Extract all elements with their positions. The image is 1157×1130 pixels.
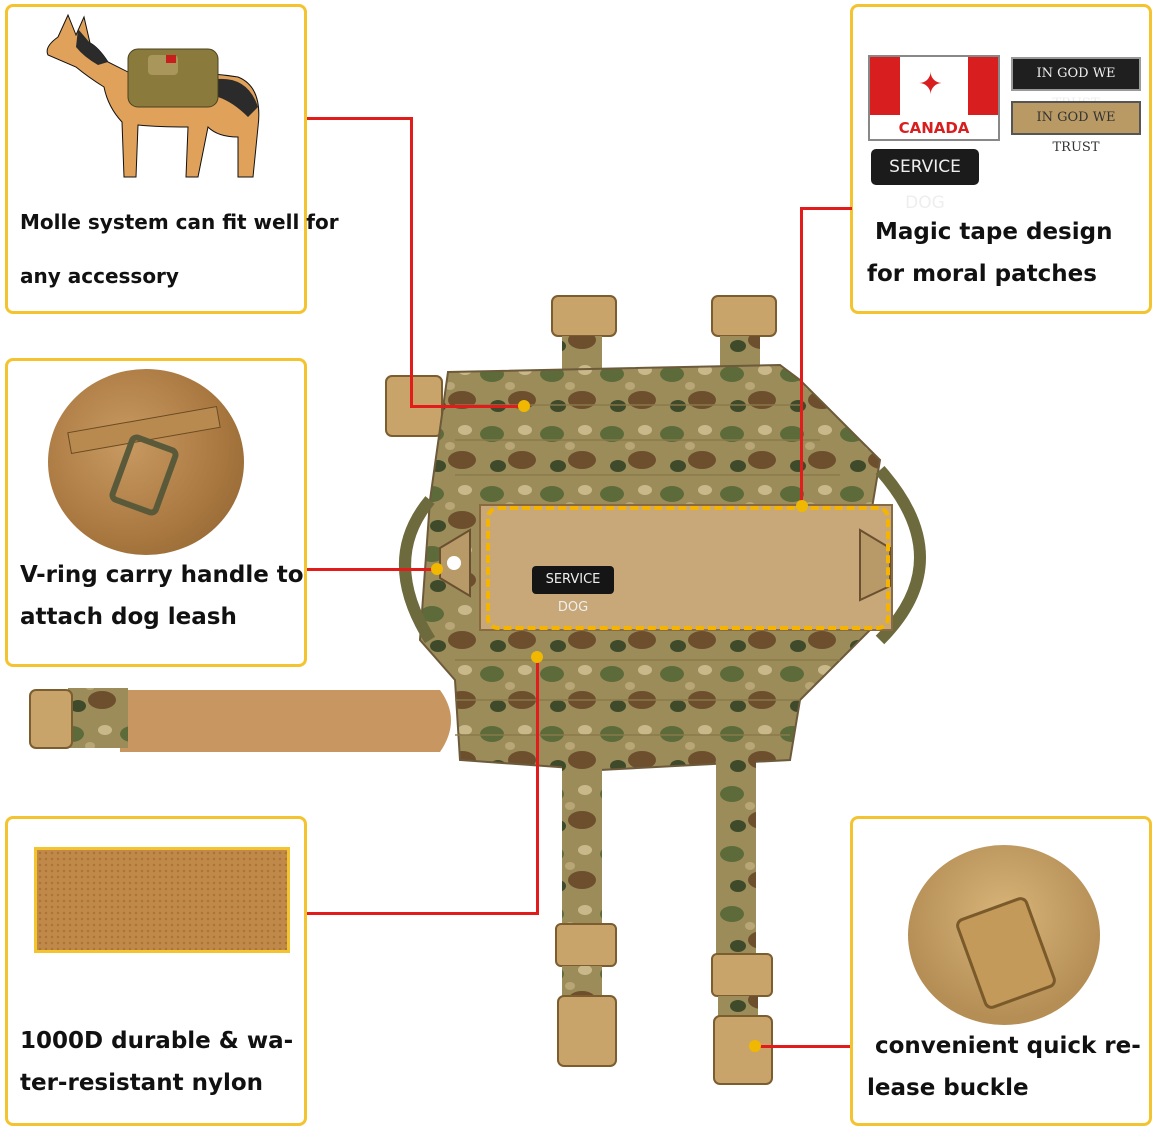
magic-tape-callout-line-h <box>800 207 852 210</box>
vring-closeup-image <box>48 369 244 555</box>
molle-callout-line-v <box>410 117 413 408</box>
buckle-caption-line1: convenient quick re- <box>875 1033 1141 1059</box>
nylon-callout-line-h <box>307 912 539 915</box>
maple-leaf-icon: ✦ <box>918 67 944 102</box>
buckle-caption-line2: lease buckle <box>867 1075 1029 1101</box>
buckle-callout-line <box>758 1045 850 1048</box>
vring-marker <box>431 563 443 575</box>
vring-caption-line1: V-ring carry handle to <box>20 562 304 588</box>
nylon-caption-line1: 1000D durable & wa- <box>20 1028 294 1054</box>
trust-patch-tan: IN GOD WE TRUST <box>1011 101 1141 155</box>
nylon-feature-box: 1000D durable & wa- ter-resistant nylon <box>5 816 307 1126</box>
canada-flag-patch: ✦ CANADA <box>868 55 1000 141</box>
velcro-highlight <box>486 506 890 630</box>
magic-tape-caption-line2: for moral patches <box>867 261 1097 287</box>
buckle-feature-box: convenient quick re- lease buckle <box>850 816 1152 1126</box>
magic-tape-callout-line-v <box>800 207 803 505</box>
nylon-fabric-swatch <box>34 847 290 953</box>
vring-caption-line2: attach dog leash <box>20 604 237 630</box>
magic-tape-caption-line1: Magic tape design <box>875 219 1113 245</box>
nylon-caption-line2: ter-resistant nylon <box>20 1070 264 1096</box>
service-dog-patch: SERVICE DOG <box>871 149 979 213</box>
vest-service-dog-patch: SERVICE DOG <box>532 566 614 615</box>
molle-callout-line-h2 <box>410 405 523 408</box>
molle-feature-box: Molle system can fit well for any access… <box>5 4 339 314</box>
molle-caption-line2: any accessory <box>20 264 179 288</box>
buckle-closeup-image <box>908 845 1100 1025</box>
magic-tape-marker <box>796 500 808 512</box>
molle-marker <box>518 400 530 412</box>
dog-with-pack-image <box>46 13 260 178</box>
canada-label: CANADA <box>898 119 970 137</box>
vring-callout-line <box>307 568 437 571</box>
molle-caption-line1: Molle system can fit well for <box>20 210 339 234</box>
nylon-callout-line-v <box>536 656 539 915</box>
vring-feature-box: V-ring carry handle to attach dog leash <box>5 358 307 667</box>
buckle-marker <box>749 1040 761 1052</box>
magic-tape-feature-box: ✦ CANADA IN GOD WE TRUST IN GOD WE TRUST… <box>850 4 1152 314</box>
molle-callout-line-h <box>307 117 413 120</box>
nylon-marker <box>531 651 543 663</box>
